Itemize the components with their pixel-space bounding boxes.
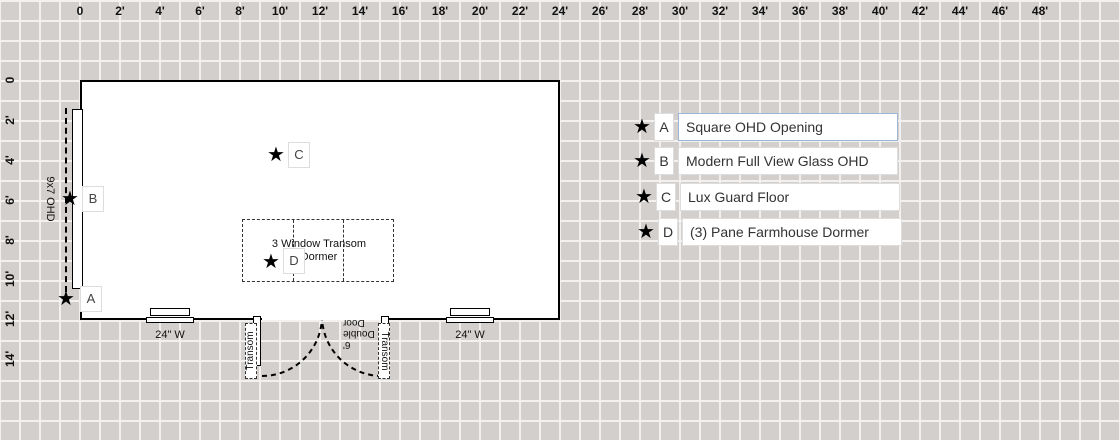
y-tick: 0 [3, 76, 17, 84]
x-tick: 6' [195, 4, 205, 18]
y-tick: 12' [3, 310, 17, 327]
x-tick: 10' [271, 4, 289, 18]
y-tick: 4' [3, 155, 17, 165]
transom-left[interactable] [245, 323, 257, 379]
star-icon[interactable]: ★ [267, 144, 285, 166]
ohd-label: 9x7 OHD [44, 176, 56, 222]
x-tick: 36' [791, 4, 809, 18]
star-icon[interactable]: ★ [57, 288, 75, 310]
window-left[interactable] [150, 308, 190, 316]
legend-letter: D [658, 218, 678, 246]
y-tick: 2' [3, 115, 17, 125]
x-tick: 2' [115, 4, 125, 18]
door-swing-left [261, 315, 323, 377]
star-icon: ★ [637, 221, 655, 243]
legend-text-field[interactable]: Square OHD Opening [678, 113, 898, 141]
legend-letter: C [656, 183, 676, 211]
x-tick: 18' [431, 4, 449, 18]
window-right[interactable] [450, 308, 490, 316]
star-icon: ★ [635, 186, 653, 208]
ohd-door-swing-line [65, 108, 67, 292]
x-tick: 26' [591, 4, 609, 18]
x-tick: 4' [155, 4, 165, 18]
x-tick: 32' [711, 4, 729, 18]
transom-left-label: Transom [245, 331, 256, 371]
x-tick: 46' [991, 4, 1009, 18]
legend-letter: B [654, 147, 674, 175]
window-right-label: 24" W [455, 329, 485, 341]
window-left-label: 24" W [155, 329, 185, 341]
legend-text-field[interactable]: Modern Full View Glass OHD [678, 147, 898, 175]
window-left-sill [146, 317, 194, 323]
x-tick: 40' [871, 4, 889, 18]
dormer-label: 3 Window Transom Dormer [271, 238, 367, 263]
y-tick: 6' [3, 195, 17, 205]
transom-right[interactable] [378, 323, 390, 379]
legend-text-field[interactable]: Lux Guard Floor [680, 183, 900, 211]
x-tick: 22' [511, 4, 529, 18]
x-tick: 24' [551, 4, 569, 18]
marker-label-b: B [82, 186, 104, 212]
x-tick: 8' [235, 4, 245, 18]
x-tick: 42' [911, 4, 929, 18]
x-tick: 34' [751, 4, 769, 18]
double-door-label: 6' Double Door [343, 317, 375, 350]
star-icon: ★ [633, 116, 651, 138]
x-tick: 0 [76, 4, 84, 18]
x-tick: 16' [391, 4, 409, 18]
y-tick: 14' [3, 350, 17, 367]
legend-text-field[interactable]: (3) Pane Farmhouse Dormer [682, 218, 902, 246]
x-tick: 38' [831, 4, 849, 18]
y-tick: 10' [3, 270, 17, 287]
star-icon[interactable]: ★ [262, 251, 280, 273]
star-icon[interactable]: ★ [61, 188, 79, 210]
legend-letter: A [654, 113, 674, 141]
star-icon: ★ [633, 150, 651, 172]
building-floor-plan[interactable] [80, 80, 560, 320]
x-tick: 48' [1031, 4, 1049, 18]
x-tick: 12' [311, 4, 329, 18]
window-right-sill [446, 317, 494, 323]
x-tick: 44' [951, 4, 969, 18]
x-tick: 20' [471, 4, 489, 18]
x-tick: 14' [351, 4, 369, 18]
marker-label-c: C [288, 142, 310, 168]
marker-label-a: A [80, 286, 102, 312]
y-tick: 8' [3, 235, 17, 245]
transom-right-label: Transom [379, 331, 390, 371]
x-tick: 30' [671, 4, 689, 18]
x-tick: 28' [631, 4, 649, 18]
marker-label-d: D [283, 248, 305, 274]
